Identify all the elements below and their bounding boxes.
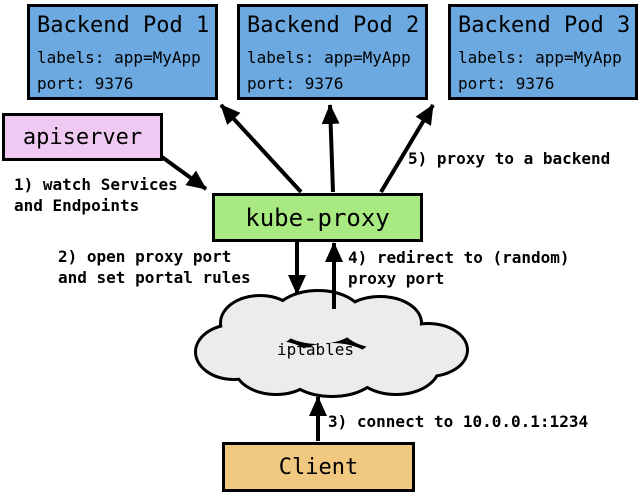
pod-labels-line: labels: app=MyApp (458, 48, 622, 67)
pod-port-line: port: 9376 (458, 74, 555, 93)
pod-port-line: port: 9376 (247, 74, 344, 93)
arrow-kubeproxy-to-pod2 (321, 104, 340, 193)
client-label: Client (278, 454, 359, 480)
annotation-step5: 5) proxy to a backend (408, 149, 611, 168)
annotation-step2: 2) open proxy port and set portal rules (58, 247, 251, 287)
backend-pod-1-box: Backend Pod 1 labels: app=MyApp port: 93… (27, 4, 218, 100)
kube-proxy-box: kube-proxy (212, 193, 423, 242)
annotation-step1: 1) watch Services and Endpoints (14, 175, 178, 215)
pod-title: Backend Pod 2 (247, 13, 420, 38)
backend-pod-2-box: Backend Pod 2 labels: app=MyApp port: 93… (237, 4, 428, 100)
apiserver-label: apiserver (22, 124, 143, 150)
pod-title: Backend Pod 3 (458, 13, 631, 38)
client-box: Client (222, 442, 415, 492)
pod-title: Backend Pod 1 (37, 13, 210, 38)
apiserver-box: apiserver (2, 113, 163, 161)
pod-labels-line: labels: app=MyApp (247, 48, 411, 67)
kube-proxy-label: kube-proxy (245, 203, 390, 232)
arrow-kubeproxy-to-pod1 (219, 103, 303, 194)
annotation-step4: 4) redirect to (random) proxy port (348, 248, 570, 288)
backend-pod-3-box: Backend Pod 3 labels: app=MyApp port: 93… (448, 4, 638, 100)
annotation-step3: 3) connect to 10.0.0.1:1234 (328, 412, 589, 431)
pod-port-line: port: 9376 (37, 74, 134, 93)
iptables-label: iptables (277, 340, 355, 359)
pod-labels-line: labels: app=MyApp (37, 48, 201, 67)
